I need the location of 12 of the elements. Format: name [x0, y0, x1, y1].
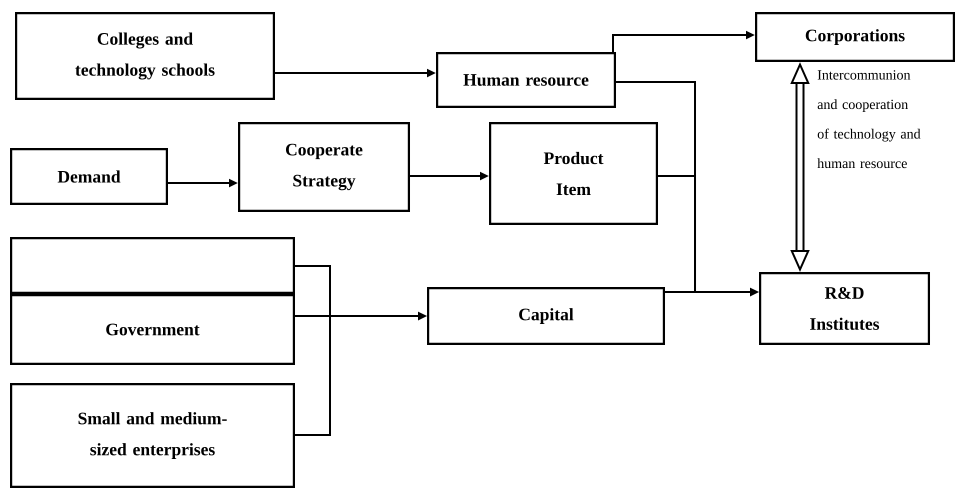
text-box: Demand — [10, 148, 168, 205]
edge-label: Intercommunion and cooperation of technology and human resource — [817, 70, 920, 168]
empty-box — [10, 237, 295, 294]
text-box: Capital — [427, 287, 665, 345]
text-box: Government — [10, 294, 295, 365]
text-box: Human resource — [436, 52, 616, 108]
text-box: R&D Institutes — [759, 272, 930, 345]
text-box: Corporations — [755, 12, 955, 62]
text-box: Colleges and technology schools — [15, 12, 275, 100]
text-box: Cooperate Strategy — [238, 122, 410, 212]
text-box: Small and medium-sized enterprises — [10, 383, 295, 488]
text-box: Product Item — [489, 122, 658, 225]
